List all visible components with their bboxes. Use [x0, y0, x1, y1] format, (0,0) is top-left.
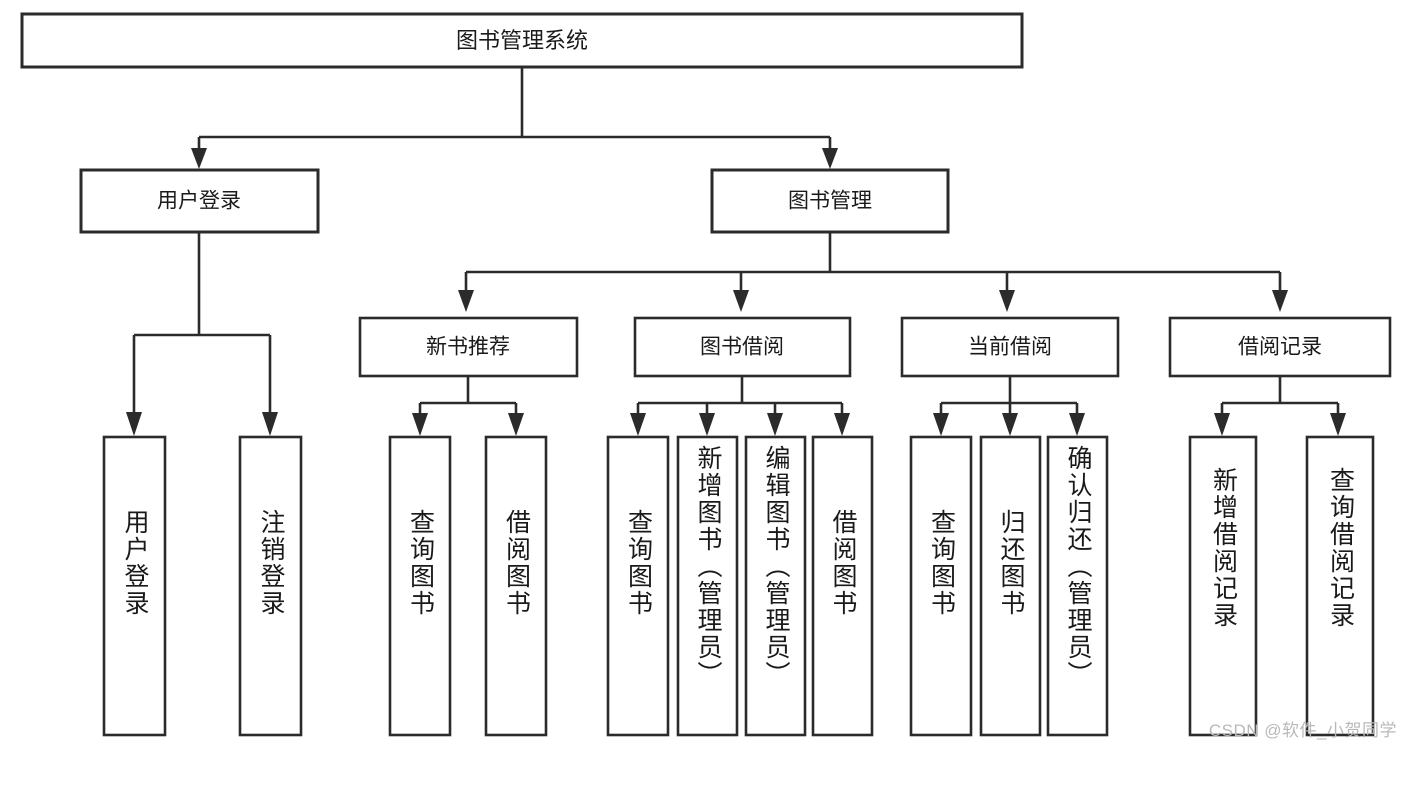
node-book-borrow[interactable]: 图书借阅	[633, 316, 852, 378]
diagram-canvas: 图书管理系统 用户登录 图书管理 新书推荐 图书借阅 当前借阅 借阅记录	[20, 12, 1392, 737]
watermark-text: CSDN @软件_小贺同学	[1208, 721, 1397, 740]
leaf-box-add-book	[676, 435, 739, 737]
connector-current-borrow-to-leaves	[933, 376, 1085, 436]
node-current-borrow[interactable]: 当前借阅	[900, 316, 1120, 378]
connector-book-borrow-to-leaves	[630, 376, 850, 436]
connector-borrow-record-to-leaves	[1214, 376, 1346, 436]
leaf-box-edit-book	[744, 435, 807, 737]
leaf-box-borrow-book-1	[484, 435, 548, 737]
node-new-book-recommend-label: 新书推荐	[426, 336, 510, 359]
connector-book-manage-to-level3	[458, 232, 1288, 312]
functional-structure-diagram: 图书管理系统 用户登录 图书管理 新书推荐 图书借阅 当前借阅 借阅记录	[20, 12, 1397, 740]
node-borrow-record[interactable]: 借阅记录	[1168, 316, 1392, 378]
leaf-box-user-logout	[238, 435, 303, 737]
node-new-book-recommend[interactable]: 新书推荐	[358, 316, 579, 378]
leaf-box-query-book-3	[909, 435, 973, 737]
node-book-manage[interactable]: 图书管理	[710, 168, 950, 234]
leaf-box-return-book	[979, 435, 1042, 737]
leaf-box-confirm-return	[1046, 435, 1109, 737]
connector-root-to-level2	[191, 67, 838, 169]
leaf-box-query-book-1	[388, 435, 452, 737]
leaf-box-query-record	[1305, 435, 1375, 737]
leaf-box-query-book-2	[606, 435, 670, 737]
node-root[interactable]: 图书管理系统	[20, 12, 1024, 69]
node-book-manage-label: 图书管理	[788, 190, 872, 213]
connector-new-book-recommend-to-leaves	[412, 376, 524, 436]
leaf-box-user-login	[102, 435, 167, 737]
connector-user-login-to-leaves	[126, 232, 278, 436]
leaf-box-borrow-book-2	[811, 435, 874, 737]
node-current-borrow-label: 当前借阅	[968, 336, 1052, 359]
node-borrow-record-label: 借阅记录	[1238, 336, 1322, 359]
leaf-box-add-record	[1188, 435, 1258, 737]
leaf-boxes	[102, 435, 1375, 737]
node-user-login[interactable]: 用户登录	[79, 168, 320, 234]
node-book-borrow-label: 图书借阅	[700, 336, 784, 359]
node-root-label: 图书管理系统	[456, 28, 588, 53]
node-user-login-label: 用户登录	[157, 190, 241, 213]
